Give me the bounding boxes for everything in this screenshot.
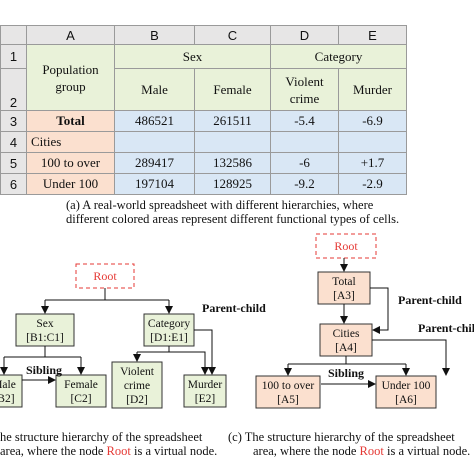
col-header-a[interactable]: A xyxy=(26,25,115,45)
tree-b-female-node[interactable] xyxy=(55,374,107,408)
tree-c-under-node[interactable] xyxy=(375,375,437,409)
tree-b-edge-cat-kids xyxy=(137,346,170,353)
tree-b-sex-text: Sex xyxy=(36,318,54,330)
tree-c-over-node[interactable] xyxy=(255,375,321,409)
tree-b-root-node[interactable] xyxy=(75,263,135,289)
cell-population-group[interactable]: Population group xyxy=(26,44,115,111)
spreadsheet-table: A B C D E 1 Population group Sex Categor… xyxy=(0,25,407,195)
caption-c-line2-part1: area, where the node xyxy=(253,444,360,458)
tree-c-parent-child-bracket-1 xyxy=(370,287,389,334)
tree-b-murder-text: Murder xyxy=(188,379,223,391)
cell-female[interactable]: Female xyxy=(194,68,271,111)
tree-c-cities-node[interactable] xyxy=(319,323,373,357)
tree-b-male-range: [B2] xyxy=(0,393,15,405)
tree-c-total-range: [A3] xyxy=(333,290,355,302)
caption-c: (c) The structure hierarchy of the sprea… xyxy=(228,430,470,458)
tree-b-parent-child-bracket xyxy=(194,329,216,375)
row-header-3[interactable]: 3 xyxy=(0,110,27,132)
tree-c-cities-text: Cities xyxy=(333,328,360,340)
population-label-2: group xyxy=(55,78,86,94)
violent-label-1: Violent xyxy=(285,73,324,89)
cell-total-male[interactable]: 486521 xyxy=(114,110,195,132)
tree-b-murder-range: [E2] xyxy=(195,393,215,405)
cell-cities-female[interactable] xyxy=(194,131,271,153)
tree-c: Root Total [A3] Cities [A4] 100 to over … xyxy=(255,233,474,409)
caption-b-line2: area, where the node Root is a virtual n… xyxy=(0,444,217,458)
tree-b-edge-sex-kids xyxy=(4,346,81,358)
cell-under-female[interactable]: 128925 xyxy=(194,173,271,195)
tree-c-over-range: [A5] xyxy=(277,394,299,406)
tree-c-edge-cities-kids xyxy=(288,356,406,365)
row-header-4[interactable]: 4 xyxy=(0,131,27,153)
tree-b-parent-child-label: Parent-child xyxy=(202,301,266,315)
tree-b-sex-node[interactable] xyxy=(15,313,75,347)
tree-b-category-node[interactable] xyxy=(143,313,195,347)
tree-b-violent-text-2: crime xyxy=(124,380,150,392)
cell-under-violent[interactable]: -9.2 xyxy=(270,173,339,195)
cell-under-male[interactable]: 197104 xyxy=(114,173,195,195)
tree-b-violent-node[interactable] xyxy=(111,361,163,409)
cell-over-murder[interactable]: +1.7 xyxy=(338,152,407,174)
caption-b-line2-part2: is a virtual node. xyxy=(130,444,218,458)
caption-b: he structure hierarchy of the spreadshee… xyxy=(0,430,217,458)
tree-c-under-text: Under 100 xyxy=(382,380,431,392)
cell-male[interactable]: Male xyxy=(114,68,195,111)
tree-c-sibling-label: Sibling xyxy=(328,366,364,380)
cell-total-label[interactable]: Total xyxy=(26,110,115,132)
cell-cities-murder[interactable] xyxy=(338,131,407,153)
tree-b-sex-range: [B1:C1] xyxy=(26,332,64,344)
caption-a-line2: different colored areas represent differ… xyxy=(66,212,400,226)
caption-c-line1: (c) The structure hierarchy of the sprea… xyxy=(228,430,455,444)
caption-c-line2-part2: is a virtual node. xyxy=(383,444,471,458)
caption-a: (a) A real-world spreadsheet with differ… xyxy=(66,198,399,226)
cell-murder[interactable]: Murder xyxy=(338,68,407,111)
tree-b-violent-range: [D2] xyxy=(126,394,148,406)
caption-b-line2-part1: area, where the node xyxy=(0,444,107,458)
tree-b-male-node[interactable] xyxy=(0,374,23,408)
tree-b-edge-root xyxy=(45,288,169,301)
cell-under-murder[interactable]: -2.9 xyxy=(338,173,407,195)
tree-c-root-text: Root xyxy=(334,239,358,253)
tree-b-female-range: [C2] xyxy=(70,393,91,405)
col-header-c[interactable]: C xyxy=(194,25,271,45)
cell-violent-crime[interactable]: Violent crime xyxy=(270,68,339,111)
cell-total-murder[interactable]: -6.9 xyxy=(338,110,407,132)
cell-category[interactable]: Category xyxy=(270,44,407,69)
cell-over-female[interactable]: 132586 xyxy=(194,152,271,174)
caption-a-line1: (a) A real-world spreadsheet with differ… xyxy=(66,198,374,212)
cell-sex[interactable]: Sex xyxy=(114,44,271,69)
population-label-1: Population xyxy=(42,61,99,77)
tree-b-category-range: [D1:E1] xyxy=(150,332,188,344)
tree-b-edge-cat-murder xyxy=(169,351,209,375)
tree-c-parent-child-label-1: Parent-child xyxy=(398,293,462,307)
cell-over-male[interactable]: 289417 xyxy=(114,152,195,174)
tree-b-sibling-label: Sibling xyxy=(26,363,62,377)
tree-b: Root Sex [B1:C1] Category [D1:E1] Male [… xyxy=(0,263,266,409)
caption-c-root-word: Root xyxy=(359,444,384,458)
caption-b-root-word: Root xyxy=(106,444,131,458)
row-header-2[interactable]: 2 xyxy=(0,68,27,111)
tree-c-cities-range: [A4] xyxy=(335,342,357,354)
violent-label-2: crime xyxy=(289,90,320,106)
tree-c-under-range: [A6] xyxy=(395,394,417,406)
tree-b-female-text: Female xyxy=(64,379,98,391)
tree-b-murder-node[interactable] xyxy=(183,374,227,408)
tree-b-violent-text-1: Violent xyxy=(120,366,155,378)
caption-b-line1: he structure hierarchy of the spreadshee… xyxy=(0,430,203,444)
caption-c-line2: area, where the node Root is a virtual n… xyxy=(228,444,470,458)
col-header-b[interactable]: B xyxy=(114,25,195,45)
cell-over-violent[interactable]: -6 xyxy=(270,152,339,174)
tree-c-over-text: 100 to over xyxy=(262,380,315,392)
tree-b-male-text: Male xyxy=(0,379,16,391)
cell-cities-label[interactable]: Cities xyxy=(26,131,115,153)
tree-c-parent-child-label-2: Parent-child xyxy=(418,321,474,335)
tree-c-parent-child-bracket-2 xyxy=(372,339,450,376)
tree-b-category-text: Category xyxy=(148,318,190,330)
tree-c-root-node[interactable] xyxy=(315,233,377,259)
col-header-d[interactable]: D xyxy=(270,25,339,45)
tree-b-root-text: Root xyxy=(93,269,117,283)
tree-c-total-text: Total xyxy=(332,276,355,288)
col-header-e[interactable]: E xyxy=(338,25,407,45)
